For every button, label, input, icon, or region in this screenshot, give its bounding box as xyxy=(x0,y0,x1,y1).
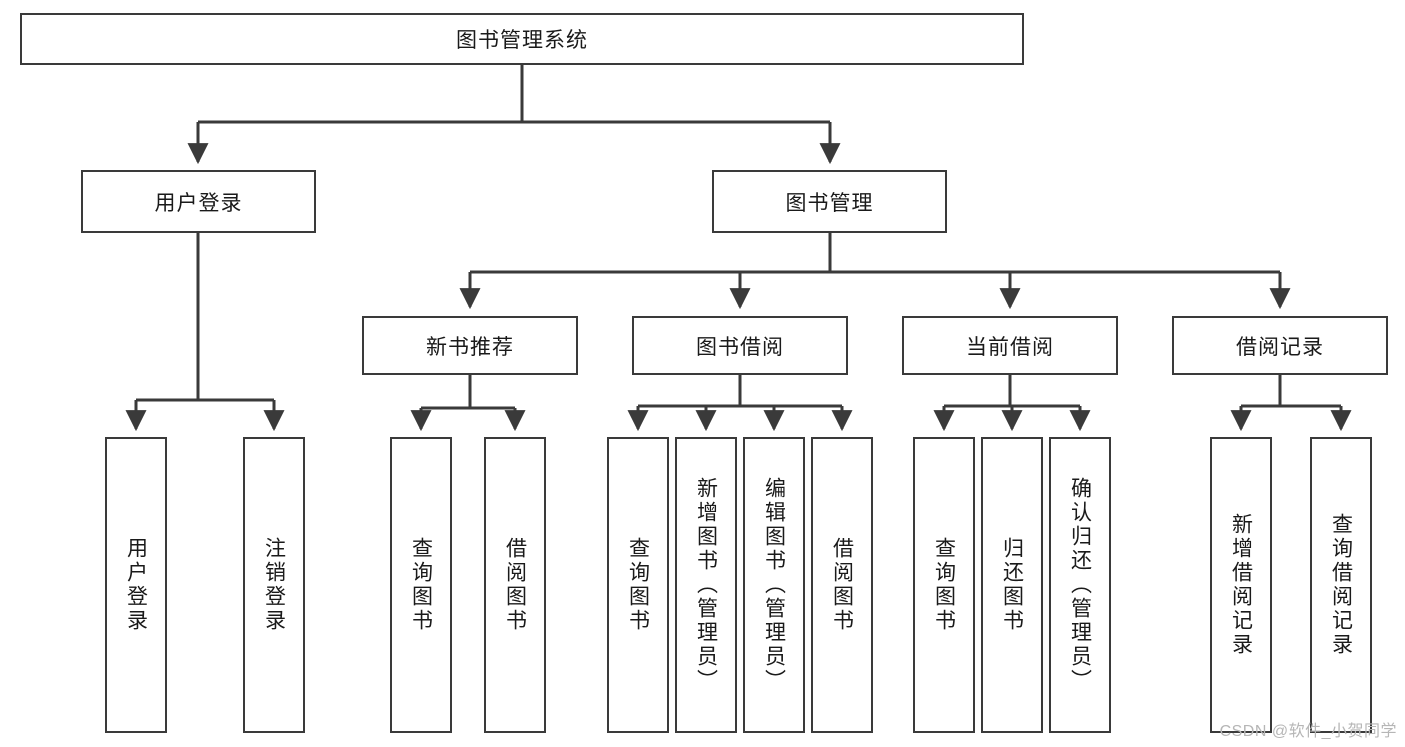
watermark: CSDN @软件_小贺同学 xyxy=(1219,723,1397,740)
node-book-manage[interactable]: 图书管理 xyxy=(712,170,947,233)
node-leaf-user-login[interactable]: 用户登录 xyxy=(105,437,167,733)
node-leaf-confirm-return[interactable]: 确认归还（管理员） xyxy=(1049,437,1111,733)
leaf-label: 查询图书 xyxy=(932,537,956,633)
node-leaf-edit-book[interactable]: 编辑图书（管理员） xyxy=(743,437,805,733)
node-leaf-borrow-book-2[interactable]: 借阅图书 xyxy=(811,437,873,733)
leaf-label: 确认归还（管理员） xyxy=(1068,477,1092,693)
leaf-label: 借阅图书 xyxy=(503,537,527,633)
node-borrow-record[interactable]: 借阅记录 xyxy=(1172,316,1388,375)
node-leaf-query-book-3[interactable]: 查询图书 xyxy=(913,437,975,733)
node-leaf-borrow-book-1[interactable]: 借阅图书 xyxy=(484,437,546,733)
leaf-label: 查询图书 xyxy=(409,537,433,633)
leaf-label: 新增图书（管理员） xyxy=(694,477,718,693)
leaf-label: 查询图书 xyxy=(626,537,650,633)
node-current-borrow[interactable]: 当前借阅 xyxy=(902,316,1118,375)
node-leaf-add-book[interactable]: 新增图书（管理员） xyxy=(675,437,737,733)
node-leaf-return-book[interactable]: 归还图书 xyxy=(981,437,1043,733)
leaf-label: 归还图书 xyxy=(1000,537,1024,633)
node-leaf-add-record[interactable]: 新增借阅记录 xyxy=(1210,437,1272,733)
node-user-login[interactable]: 用户登录 xyxy=(81,170,316,233)
node-leaf-query-book-2[interactable]: 查询图书 xyxy=(607,437,669,733)
node-new-book-recommend[interactable]: 新书推荐 xyxy=(362,316,578,375)
node-root[interactable]: 图书管理系统 xyxy=(20,13,1024,65)
leaf-label: 借阅图书 xyxy=(830,537,854,633)
leaf-label: 用户登录 xyxy=(124,537,148,633)
node-leaf-query-book-1[interactable]: 查询图书 xyxy=(390,437,452,733)
leaf-label: 注销登录 xyxy=(262,537,286,633)
leaf-label: 查询借阅记录 xyxy=(1329,513,1353,657)
node-leaf-query-record[interactable]: 查询借阅记录 xyxy=(1310,437,1372,733)
leaf-label: 编辑图书（管理员） xyxy=(762,477,786,693)
node-leaf-logout[interactable]: 注销登录 xyxy=(243,437,305,733)
leaf-label: 新增借阅记录 xyxy=(1229,513,1253,657)
node-book-borrow[interactable]: 图书借阅 xyxy=(632,316,848,375)
